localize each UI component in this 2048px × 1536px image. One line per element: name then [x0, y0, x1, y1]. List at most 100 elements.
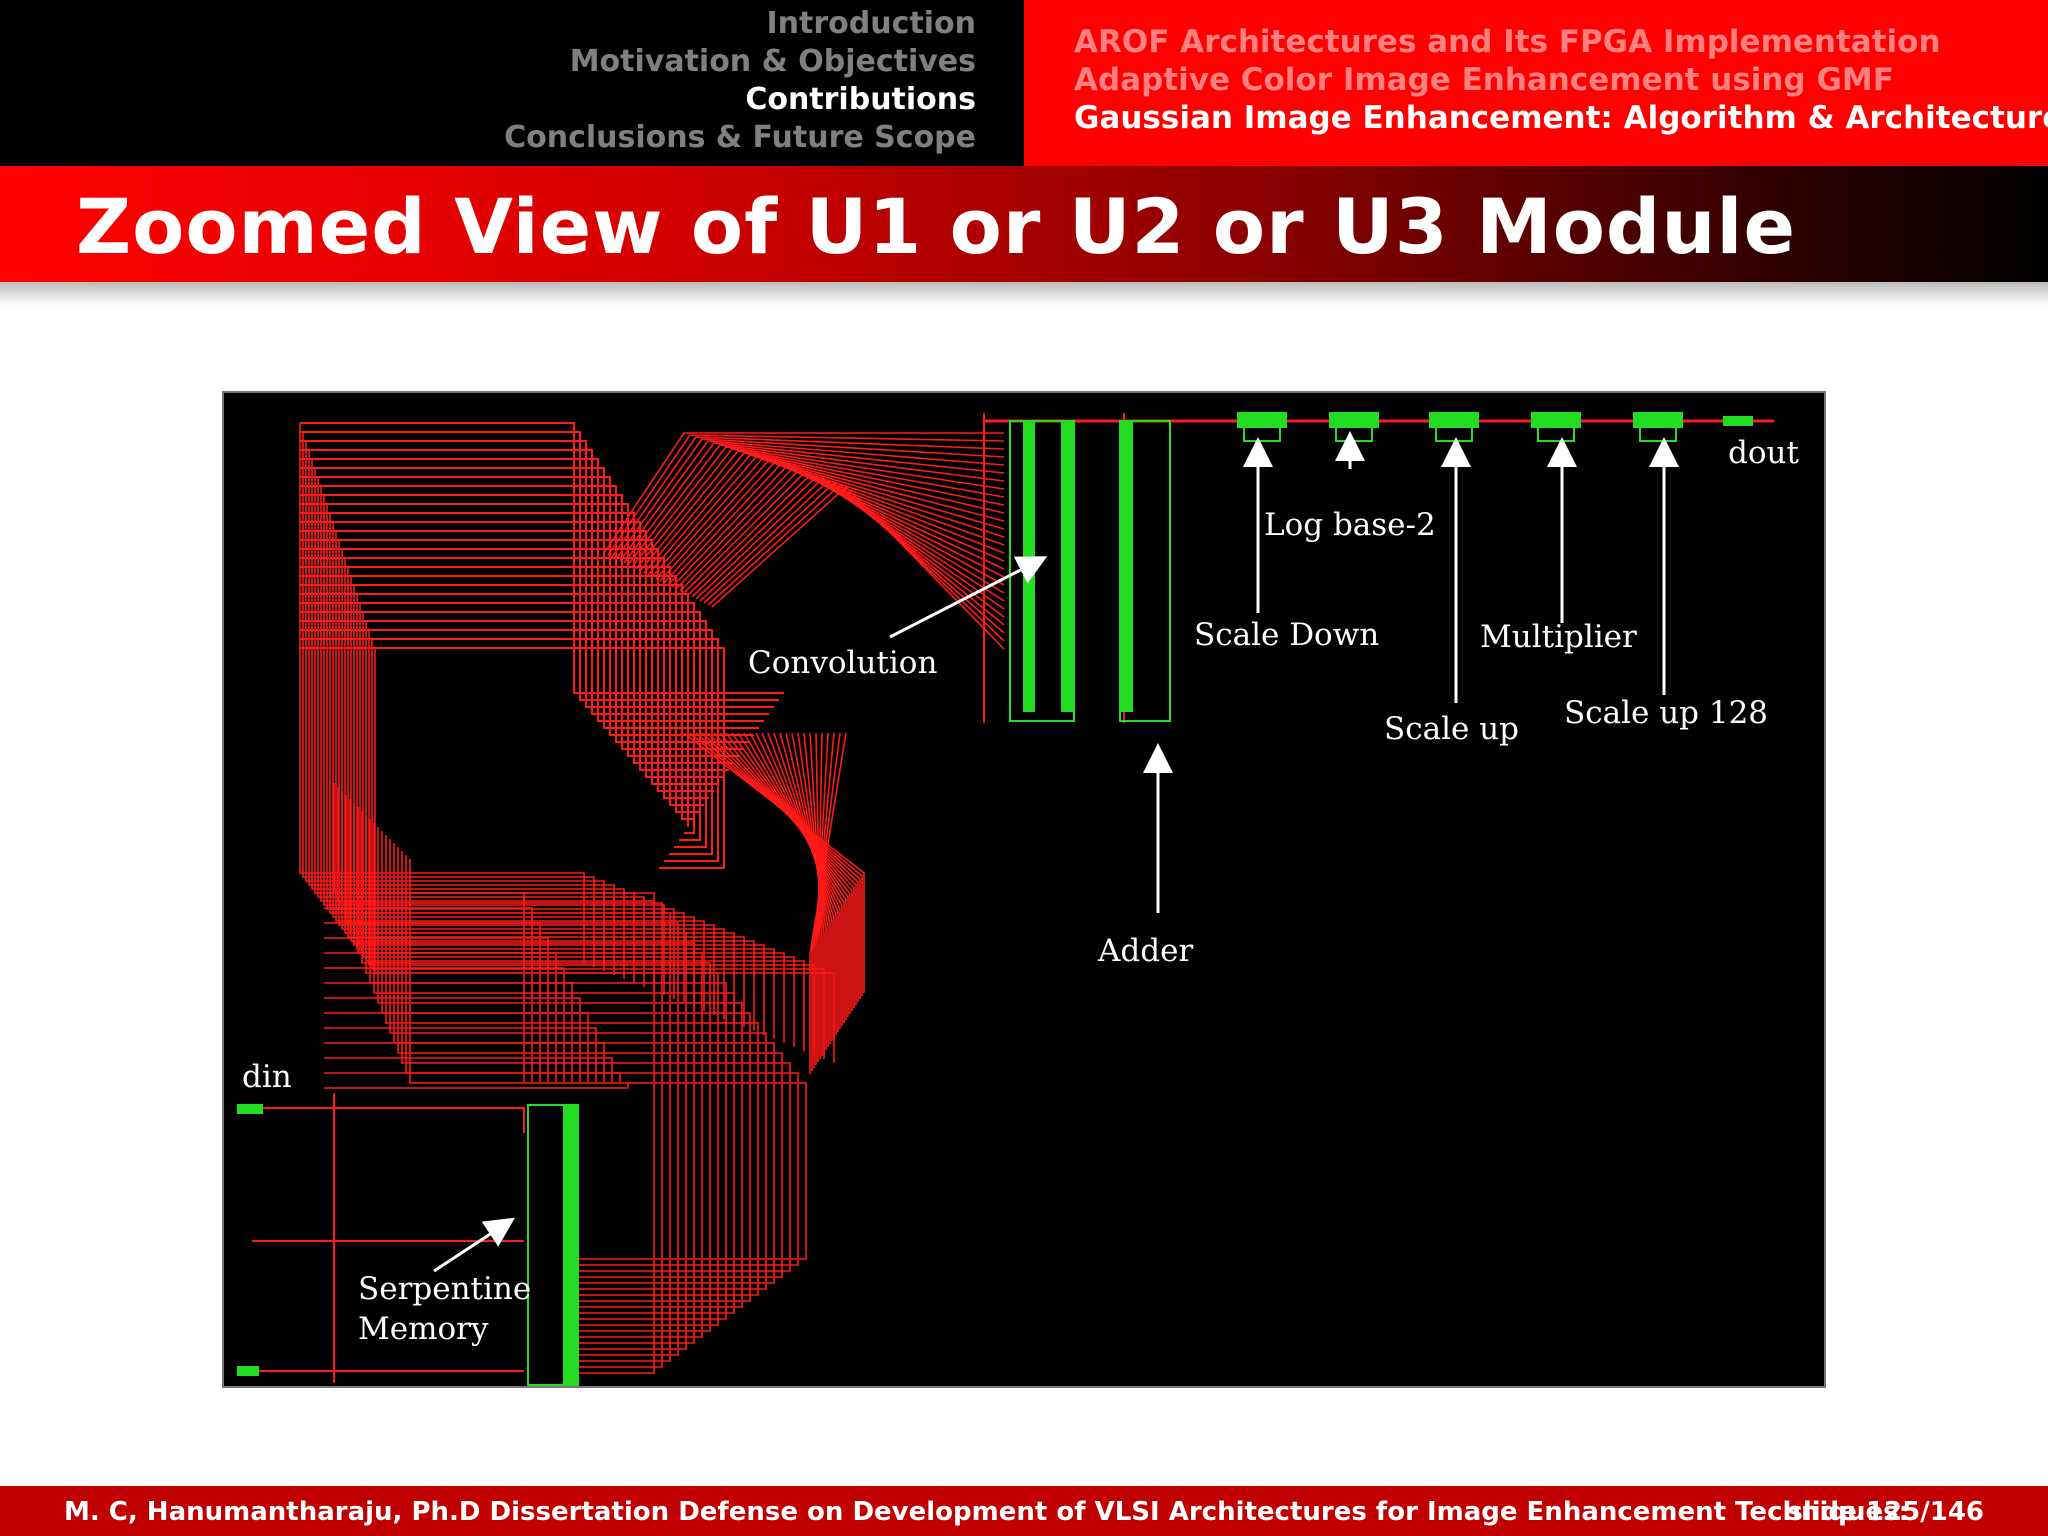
- wire-trace: [397, 847, 783, 1278]
- wire-trace: [701, 732, 859, 1002]
- label-scale-down: Scale Down: [1194, 617, 1379, 653]
- nav-item-contributions[interactable]: Contributions: [745, 82, 976, 117]
- label-multiplier: Multiplier: [1480, 619, 1637, 655]
- footer-credit: M. C, Hanumantharaju, Ph.D Dissertation …: [64, 1497, 1910, 1527]
- nav-subitem-arof[interactable]: AROF Architectures and Its FPGA Implemen…: [1074, 24, 1941, 60]
- wire-trace: [817, 732, 823, 1062]
- scale-up-block-body: [1435, 426, 1473, 442]
- title-bar: Zoomed View of U1 or U2 or U3 Module: [0, 166, 2048, 282]
- wire-trace: [300, 593, 689, 827]
- wire-trace: [755, 732, 841, 1029]
- annotation-arrows: [433, 431, 1679, 1273]
- serpentine-memory-block: [527, 1104, 579, 1386]
- wire-din: [252, 1107, 525, 1133]
- scale-up-block: [1429, 412, 1479, 428]
- wire-trace: [603, 432, 1004, 554]
- wire-trace: [300, 611, 701, 841]
- wire-trace: [711, 485, 1005, 650]
- wire-trace: [619, 440, 1005, 562]
- wire-trace: [324, 952, 557, 1083]
- nav-item-motivation[interactable]: Motivation & Objectives: [569, 44, 976, 79]
- wire-trace: [813, 732, 835, 1068]
- nav-subsections: AROF Architectures and Its FPGA Implemen…: [1024, 0, 2048, 166]
- wire-trace: [761, 732, 839, 1032]
- wire-trace: [300, 440, 774, 708]
- wire-trace: [324, 1042, 605, 1083]
- wire-trace: [350, 576, 755, 1031]
- wire-trace: [695, 477, 1005, 618]
- wire-trace: [362, 612, 795, 1047]
- convolution-pins: [1061, 420, 1073, 712]
- wire-trace: [341, 791, 671, 1362]
- wire-trace: [627, 444, 1005, 566]
- wire-trace: [815, 732, 829, 1065]
- wire-trace: [695, 732, 861, 999]
- wire-trace: [631, 446, 1005, 568]
- wire-trace: [611, 436, 1005, 558]
- wire-trace: [683, 471, 1005, 594]
- wire-trace: [324, 982, 573, 1083]
- wire-trace: [353, 585, 765, 1035]
- label-memory: Memory: [358, 1311, 489, 1347]
- wire-trace: [725, 732, 851, 1014]
- wire-trace: [779, 732, 833, 1041]
- schematic-figure: dout Log base-2 Scale Down Multiplier Sc…: [222, 391, 1826, 1388]
- wire-trace: [317, 477, 645, 987]
- multiplier-block-body: [1537, 426, 1575, 442]
- nav-item-conclusions[interactable]: Conclusions & Future Scope: [504, 120, 976, 155]
- wire-trace: [635, 448, 1005, 570]
- arrow-serpentine: [433, 1217, 516, 1273]
- slide-number: slide 125/146: [1787, 1497, 1984, 1527]
- input-port: [237, 1366, 259, 1376]
- wire-trace: [324, 997, 581, 1083]
- wire-trace: [324, 922, 541, 1083]
- wire-trace: [405, 855, 799, 1266]
- wire-trace: [671, 466, 1005, 588]
- wire-trace: [359, 603, 785, 1043]
- wire-trace: [347, 567, 745, 1027]
- scale-up-128-block: [1633, 412, 1683, 428]
- wire-trace: [797, 732, 827, 1050]
- scale-down-block-body: [1243, 426, 1281, 442]
- wire-trace: [719, 732, 853, 1011]
- wire-trace: [643, 452, 1005, 574]
- nav-item-introduction[interactable]: Introduction: [766, 6, 976, 41]
- wire-trace: [785, 732, 831, 1044]
- wire-trace: [791, 732, 829, 1047]
- wire-trace: [713, 732, 855, 1008]
- wire-trace: [324, 1072, 621, 1083]
- wire-trace: [651, 456, 1005, 578]
- wire-trace: [377, 827, 743, 1308]
- wire-trace: [639, 450, 1005, 572]
- log-base-block-body: [1335, 426, 1373, 442]
- wire-trace: [385, 835, 759, 1296]
- din-port: [237, 1104, 263, 1114]
- wire-trace: [679, 470, 1005, 592]
- wire-trace: [300, 557, 709, 799]
- wire-trace: [703, 481, 1005, 634]
- nav-subitem-gaussian[interactable]: Gaussian Image Enhancement: Algorithm & …: [1074, 100, 2048, 136]
- wire-trace: [324, 1027, 597, 1083]
- dout-port: [1723, 416, 1753, 426]
- wire-trace: [659, 460, 1005, 582]
- wire-trace: [324, 937, 549, 1083]
- wire-trace: [731, 732, 849, 1017]
- label-dout: dout: [1728, 435, 1799, 471]
- wire-trace: [326, 504, 675, 999]
- label-scale-up-128: Scale up 128: [1564, 695, 1768, 731]
- wire-trace: [335, 531, 705, 1011]
- wire-trace: [675, 468, 1005, 590]
- footer-bar: M. C, Hanumantharaju, Ph.D Dissertation …: [0, 1486, 2048, 1536]
- wire-trace: [373, 823, 735, 1314]
- wire-trace: [357, 807, 703, 1338]
- wire-trace: [337, 787, 663, 1368]
- wire-trace: [707, 483, 1005, 642]
- wire-trace: [815, 732, 821, 1059]
- log-base-block: [1329, 412, 1379, 428]
- nav-subitem-adaptive-color[interactable]: Adaptive Color Image Enhancement using G…: [1074, 62, 1894, 98]
- arrow-convolution: [889, 556, 1048, 639]
- adder-pins: [1119, 420, 1133, 712]
- wire-trace: [338, 540, 715, 1015]
- label-log-base: Log base-2: [1264, 507, 1436, 543]
- wire-trace: [655, 458, 1005, 580]
